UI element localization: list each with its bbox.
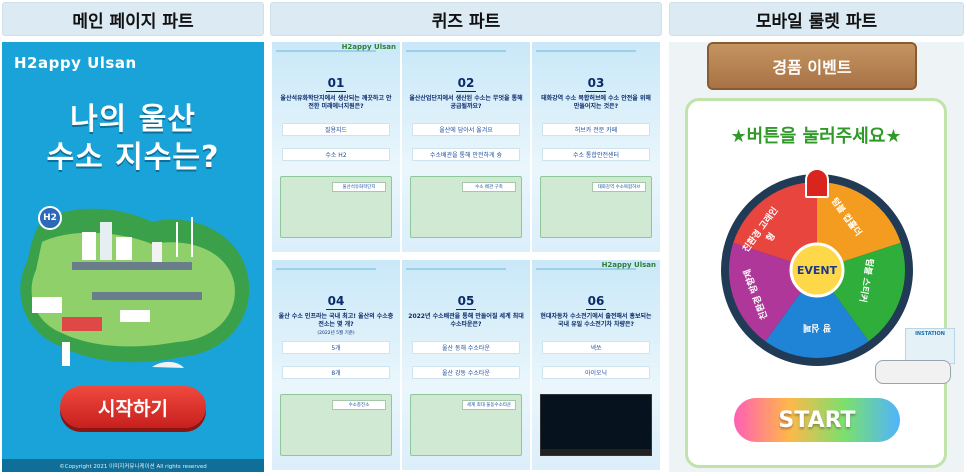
quiz-option-1[interactable]: 넥쏘 — [542, 341, 650, 354]
island-illustration — [20, 208, 250, 368]
quiz-question: 2022년 수소배관을 통해 만들어질 세계 최대 수소타운은? — [408, 313, 524, 328]
quiz-card-03: 03 태화강역 수소 복합허브에 수소 안전을 위해 만들어지는 것은? 허브카… — [532, 42, 660, 252]
quiz-number: 04 — [327, 294, 345, 308]
quiz-card-02: 02 울산산업단지에서 생산된 수소는 무엇을 통해 공급될까요? 울산에 담아… — [402, 42, 530, 252]
quiz-number: 05 — [457, 294, 475, 308]
quiz-question: 현대자동차 수소전기에서 출전해서 홍보되는 국내 유일 수소전기차 차량은? — [540, 313, 652, 328]
start-button[interactable]: 시작하기 — [60, 386, 206, 428]
quiz-number: 06 — [587, 294, 605, 308]
roulette-part-header: 모바일 룰렛 파트 — [669, 2, 964, 36]
quiz-option-1[interactable]: 5개 — [282, 341, 390, 354]
scene-label: 수소 배관 구축 — [462, 182, 516, 192]
copyright-text: ©Copyright 2021 이미지커뮤니케이션 All rights res… — [2, 459, 264, 472]
wheel-segment-2 — [817, 182, 901, 270]
quiz-number: 03 — [587, 76, 605, 90]
quiz-option-2[interactable]: 수소 통합안전센터 — [542, 148, 650, 161]
h2-badge-icon: H2 — [38, 206, 62, 230]
quiz-option-2[interactable]: 수소배관을 통해 안전하게 슝 — [412, 148, 520, 161]
quiz-card-06: H2appy Ulsan 06 현대자동차 수소전기에서 출전해서 홍보되는 국… — [532, 260, 660, 470]
road-decoration — [406, 268, 506, 270]
scene-label: 울산석유화학단지 — [332, 182, 386, 192]
card-brand: H2appy Ulsan — [341, 43, 396, 51]
happy-ulsan-logo: H2appy Ulsan — [14, 54, 137, 72]
road-decoration — [406, 50, 506, 52]
road-decoration — [536, 50, 636, 52]
card-brand: H2appy Ulsan — [601, 261, 656, 269]
quiz-part-header: 퀴즈 파트 — [270, 2, 662, 36]
quiz-option-2[interactable]: 수소 H2 — [282, 148, 390, 161]
wheel-center[interactable] — [789, 242, 845, 298]
road-decoration — [276, 268, 376, 270]
number-underline — [326, 91, 346, 92]
number-underline — [586, 309, 606, 310]
wheel-center-label: EVENT — [796, 264, 838, 277]
number-underline — [456, 309, 476, 310]
roulette-start-button[interactable]: START — [734, 398, 900, 442]
scene-label: 세계 최대 울동수소타운 — [462, 400, 516, 410]
quiz-option-1[interactable]: 허브카 전문 카페 — [542, 123, 650, 136]
quiz-option-1[interactable]: 울산 동해 수소타운 — [412, 341, 520, 354]
quiz-question: 울산산업단지에서 생산된 수소는 무엇을 통해 공급될까요? — [409, 95, 523, 110]
charging-station: INSTATION — [905, 328, 955, 364]
event-sign: 경품 이벤트 — [707, 42, 917, 90]
video-controls[interactable] — [541, 449, 651, 455]
quiz-option-1[interactable]: 질용지드 — [282, 123, 390, 136]
quiz-option-2[interactable]: 아이오닉 — [542, 366, 650, 379]
wheel-segment-1 — [733, 182, 817, 270]
roulette-panel: 경품 이벤트 ★버튼을 눌러주세요★ EVENT 친환경 고래인형 텀블 컵홀더… — [669, 42, 964, 472]
scene-label: 태화강역 수소복합허브 — [592, 182, 646, 192]
quiz-card-05: 05 2022년 수소배관을 통해 만들어질 세계 최대 수소타운은? 울산 동… — [402, 260, 530, 470]
quiz-card-04: 04 울산 수소 인프라는 국내 최고! 울산의 수소충전소는 몇 개? (20… — [272, 260, 400, 470]
main-page-panel: H2appy Ulsan 나의 울산 수소 지수는? H2 시작하기 ©Copy… — [2, 42, 264, 472]
quiz-option-2[interactable]: 울산 강동 수소타운 — [412, 366, 520, 379]
car-illustration — [875, 360, 951, 384]
quiz-option-1[interactable]: 울산에 담아서 옮겨요 — [412, 123, 520, 136]
road-decoration — [276, 50, 376, 52]
main-title-line2: 수소 지수는? — [46, 140, 220, 175]
video-player[interactable] — [540, 394, 652, 456]
segment-label-4: 꽝 심폐 — [803, 322, 831, 332]
quiz-question: 울산 수소 인프라는 국내 최고! 울산의 수소충전소는 몇 개? — [278, 313, 394, 328]
main-part-header: 메인 페이지 파트 — [2, 2, 264, 36]
scene-label: 수소충전소 — [332, 400, 386, 410]
quiz-number: 02 — [457, 76, 475, 90]
quiz-option-2[interactable]: 8개 — [282, 366, 390, 379]
quiz-number: 01 — [327, 76, 345, 90]
quiz-question: 울산석유화학단지에서 생산되는 깨끗하고 안전한 미래에너지원은? — [280, 95, 392, 110]
number-underline — [586, 91, 606, 92]
station-label: INSTATION — [915, 331, 945, 337]
quiz-subnote: (2022년 5월 기준) — [317, 331, 355, 336]
press-button-title: ★버튼을 눌러주세요★ — [730, 126, 902, 147]
number-underline — [326, 309, 346, 310]
roulette-pointer-icon — [805, 168, 829, 198]
number-underline — [456, 91, 476, 92]
road-decoration — [536, 268, 636, 270]
quiz-panel: H2appy Ulsan 01 울산석유화학단지에서 생산되는 깨끗하고 안전한… — [270, 42, 662, 472]
quiz-question: 태화강역 수소 복합허브에 수소 안전을 위해 만들어지는 것은? — [541, 95, 651, 110]
quiz-card-01: H2appy Ulsan 01 울산석유화학단지에서 생산되는 깨끗하고 안전한… — [272, 42, 400, 252]
roulette-wheel[interactable] — [719, 172, 915, 368]
main-title-line1: 나의 울산 — [70, 102, 196, 137]
wheel-segment-4 — [765, 270, 869, 358]
